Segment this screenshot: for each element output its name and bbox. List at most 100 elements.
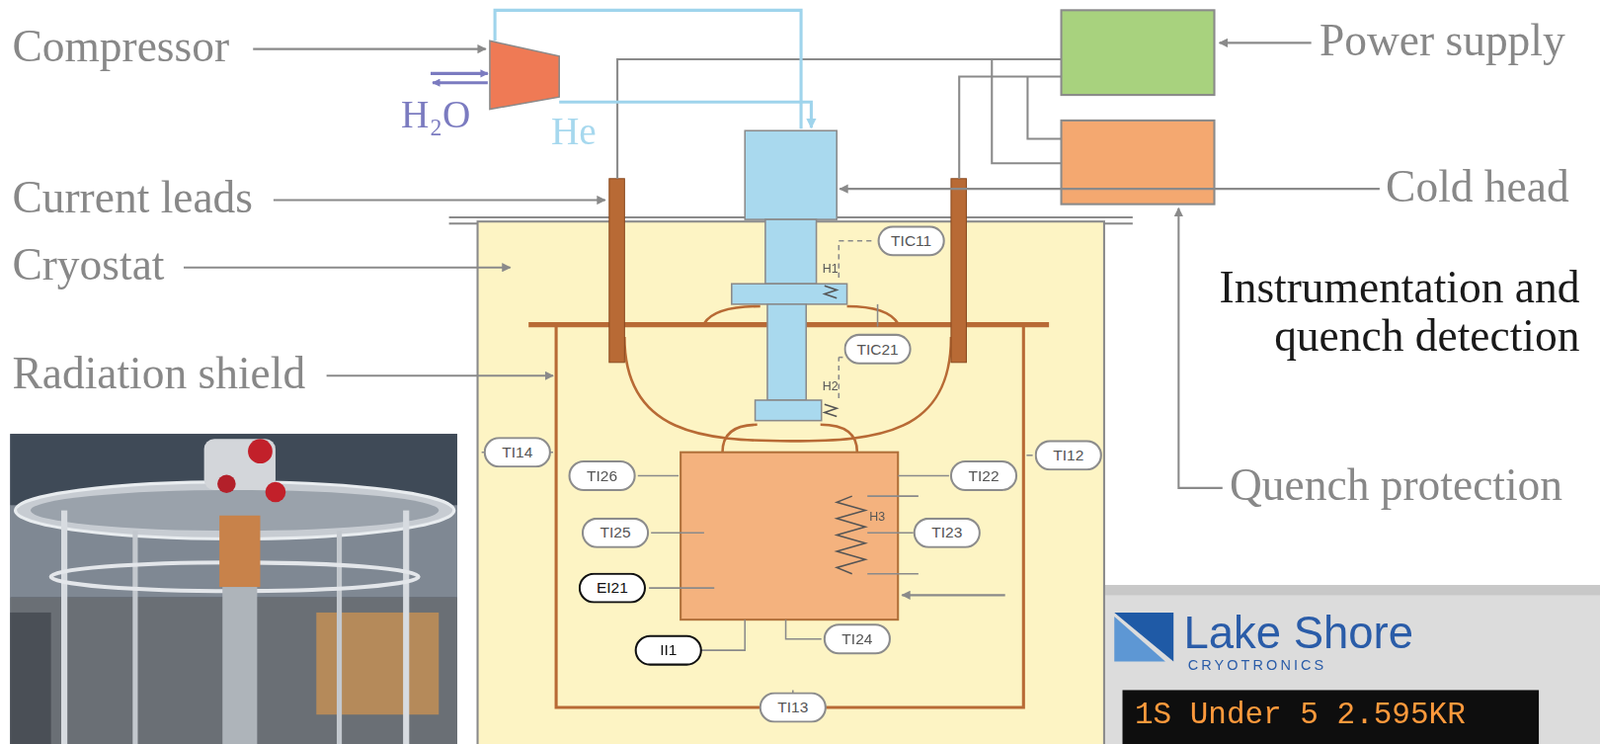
water-line [432, 80, 488, 84]
heater-label: H2 [822, 379, 839, 394]
cold-head [731, 130, 848, 420]
lakeshore-photo [1122, 689, 1540, 744]
fluid-label: He [551, 110, 597, 154]
radiation-shield [704, 306, 761, 324]
instrument-tag: TI14 [483, 436, 552, 468]
leader-line [838, 357, 841, 399]
instrument-tag: TI25 [581, 517, 649, 549]
compressor [489, 40, 560, 109]
tag-text: EI21 [596, 579, 629, 597]
label-arrow [252, 48, 486, 51]
part-label: Power supply [1319, 16, 1566, 67]
lab-photo [217, 474, 237, 493]
current-lead [609, 178, 625, 363]
part-label: Quench protection [1229, 461, 1563, 511]
lab-photo [9, 433, 458, 744]
part-label: Cryostat [11, 240, 164, 291]
tag-text: II1 [659, 641, 677, 659]
part-label: Cold head [1385, 161, 1570, 212]
tag-text: TI22 [967, 467, 999, 484]
tag-text: TI25 [600, 524, 632, 542]
tag-text: TI23 [931, 524, 962, 542]
label-arrow [183, 42, 1380, 595]
leader-line [897, 475, 950, 478]
label-arrow [1219, 41, 1312, 44]
helium-line [559, 101, 811, 128]
magnet [680, 452, 898, 620]
equipment-box [1061, 120, 1215, 205]
leader-line [867, 572, 919, 575]
cryostat-vessel [478, 221, 1105, 744]
instrument-tag: II1 [635, 635, 703, 666]
lab-photo [402, 510, 409, 744]
cold-head [765, 219, 817, 284]
label-arrow [326, 374, 554, 377]
lab-photo [265, 481, 287, 503]
lab-photo [247, 438, 273, 464]
brand-logo-text: CRYOTRONICS [1188, 656, 1328, 673]
lab-photo [61, 510, 68, 744]
heater-label: H3 [869, 510, 885, 525]
leader-line [867, 494, 919, 497]
cold-head [731, 283, 848, 305]
leader-line [648, 586, 715, 589]
leader-line [481, 240, 1034, 708]
instrument-tag: TI26 [567, 460, 636, 491]
lab-photo [222, 586, 257, 744]
radiation-shield [847, 306, 899, 324]
label-arrow [1178, 208, 1222, 488]
tag-text: TI24 [841, 630, 873, 647]
heater-label: H1 [822, 262, 839, 277]
leader-line [838, 240, 876, 242]
cryostat-vessel [449, 222, 479, 225]
leader-line [867, 532, 913, 535]
equipment-box [1061, 9, 1215, 204]
leader-line [838, 356, 843, 359]
lakeshore-photo [1114, 612, 1174, 662]
wire [617, 59, 1061, 179]
tag-text: TI26 [586, 467, 618, 484]
leader-line [650, 532, 705, 535]
water-line [430, 72, 488, 76]
cold-head [767, 304, 806, 400]
current-lead [951, 178, 966, 363]
cryostat-vessel [1104, 222, 1133, 225]
part-label: Compressor [11, 22, 230, 73]
fluid-label: H₂O [400, 93, 471, 137]
part-label: Current leads [11, 173, 253, 224]
label-arrow [839, 187, 1380, 190]
water-line [430, 73, 488, 82]
tag-text: TI12 [1052, 446, 1084, 464]
tag-text: TIC21 [856, 340, 898, 358]
instrument-tag: TI24 [823, 623, 891, 654]
instrument-tag: TI23 [913, 517, 981, 549]
instrument-tag: TI13 [759, 692, 827, 723]
display-readout: 1S Under 5 2.595KR [1134, 698, 1466, 732]
tag-text: TIC11 [890, 232, 932, 249]
radiation-shield [820, 424, 858, 453]
instrument-tag: EI21 [578, 572, 646, 604]
cold-head [755, 400, 822, 421]
label-arrow [901, 593, 1005, 596]
lab-photo [316, 612, 439, 715]
equipment-box [1061, 9, 1215, 95]
heater-symbol [836, 495, 866, 574]
lab-photo [9, 612, 51, 744]
lab-photo [204, 438, 276, 490]
instrument-tag: TI22 [950, 460, 1018, 491]
leader-line [786, 619, 822, 640]
tag-text: TI14 [501, 443, 533, 461]
leader-line [877, 304, 880, 327]
compressor [489, 40, 560, 109]
instrument-tag: TIC11 [878, 225, 946, 256]
leader-line [638, 475, 679, 478]
heater-symbol [824, 285, 837, 298]
leader-line [838, 240, 841, 278]
instrument-tag: TI12 [1035, 439, 1103, 471]
instrument-tag: TIC21 [843, 333, 911, 365]
lab-photo [219, 515, 260, 587]
wire [1027, 76, 1061, 139]
section-label: Instrumentation and quench detection [1173, 263, 1580, 363]
part-label: Radiation shield [11, 348, 306, 399]
